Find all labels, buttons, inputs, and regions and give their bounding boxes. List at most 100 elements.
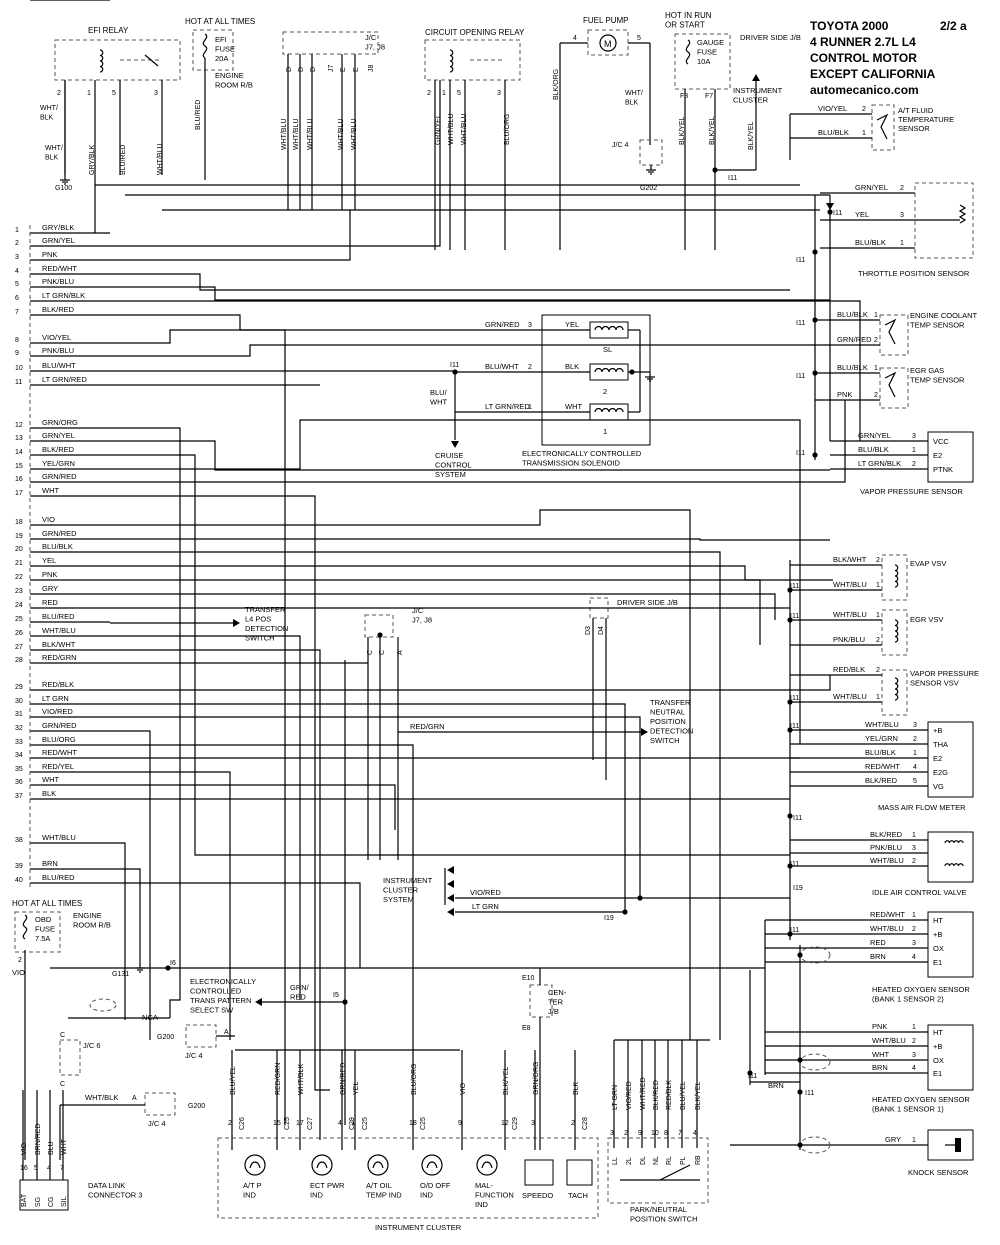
transfer-neutral-label: NEUTRAL: [650, 708, 685, 717]
connector-label: C29: [512, 1117, 519, 1130]
pin-wire-label: BLU/BLK: [42, 542, 73, 551]
pin-number: 3: [900, 212, 904, 219]
pin-wire-label: BLU/RED: [42, 612, 75, 621]
wire-label: BLK/RED: [870, 830, 903, 839]
wire-label: BLK/YEL: [503, 1066, 510, 1095]
pin-number: 2: [876, 667, 880, 674]
title-line4: EXCEPT CALIFORNIA: [810, 67, 936, 81]
lt-grn-label: LT GRN: [472, 902, 499, 911]
efi-relay-label: EFI RELAY: [88, 26, 129, 35]
i11-label: I11: [790, 613, 799, 620]
routing-wire: [110, 649, 321, 1140]
pin-letter: D3: [585, 626, 592, 635]
tps-box: [914, 182, 974, 259]
filament-icon: [426, 1161, 438, 1169]
indicator-label: FUNCTION: [475, 1191, 514, 1200]
pin-number: 2: [228, 1120, 232, 1127]
pin-number: 10: [651, 1130, 659, 1137]
pin-wire-label: PNK: [42, 570, 57, 579]
indicator-label: IND: [475, 1200, 489, 1209]
pin-number: 2: [913, 736, 917, 743]
title-line3: CONTROL MOTOR: [810, 51, 917, 65]
coil-icon: [894, 677, 899, 701]
indicator-label: TEMP IND: [366, 1191, 402, 1200]
pin-letter: D4: [598, 626, 605, 635]
title-line1: TOYOTA 2000: [810, 19, 889, 33]
pin-number: 13: [15, 435, 23, 442]
pin-wire-label: YEL: [42, 556, 56, 565]
pin-letter: F7: [705, 93, 713, 100]
routing-wire: [110, 579, 761, 645]
e10-label: E10: [522, 975, 535, 982]
pin-letter: C: [379, 650, 386, 655]
pin-letter: C: [60, 1032, 65, 1039]
fuse-icon: [202, 33, 208, 59]
pin-number: 1: [351, 1120, 355, 1127]
dlc-label: CONNECTOR 3: [88, 1191, 142, 1200]
pin-number: 24: [15, 602, 23, 609]
pin-number: 18: [409, 1120, 417, 1127]
ect-box: [879, 314, 909, 356]
vapor-sensor-label: VAPOR PRESSURE SENSOR: [860, 487, 963, 496]
wire-label: RED/WHT: [865, 762, 900, 771]
wire-label: RED/GRN: [275, 1063, 282, 1095]
wire-label: BLU/BLK: [865, 748, 896, 757]
routing-wire: [110, 427, 181, 1018]
wire-label: PNK/BLU: [833, 635, 865, 644]
e8-label: E8: [522, 1025, 531, 1032]
pin-wire-label: LT GRN/RED: [42, 375, 87, 384]
pin-wire-label: RED: [42, 598, 58, 607]
pin-number: 29: [15, 684, 23, 691]
solenoid-label: TRANSMISSION SOLENOID: [522, 459, 621, 468]
wire-label: GRN/ORG: [533, 1062, 540, 1095]
routing-wire: [110, 551, 721, 1040]
routing-wire: [110, 565, 833, 581]
pin-number: 40: [15, 877, 23, 884]
terminal-label: THA: [933, 740, 948, 749]
wire-label: WHT: [430, 398, 447, 407]
gauge-fuse-label: GAUGE: [697, 38, 724, 47]
thermistor-icon: [884, 318, 897, 345]
instrument-cluster-system-label: CLUSTER: [383, 886, 419, 895]
wire-label: WHT/BLU: [351, 119, 358, 151]
routing-wire: [110, 454, 790, 856]
wire-label: YEL/GRN: [865, 734, 898, 743]
efi-relay-box: [54, 39, 181, 81]
pin-number: 20: [15, 546, 23, 553]
gauge-fuse-label: 10A: [697, 57, 710, 66]
connector-label: C26: [239, 1117, 246, 1130]
g100-label: G100: [55, 185, 72, 192]
wire-label: WHT/BLU: [293, 119, 300, 151]
center-jb-box: [529, 984, 553, 1018]
i11-label: I11: [805, 1090, 814, 1097]
routing-wire: [110, 419, 801, 744]
pin-number: 2: [912, 926, 916, 933]
pin-number: 7: [60, 1165, 64, 1172]
pin-wire-label: BLK/RED: [42, 445, 75, 454]
terminal-label: E2: [933, 754, 942, 763]
wire-label: BLU/BLK: [858, 445, 889, 454]
wire-label: WHT/BLU: [338, 119, 345, 151]
jc-j7j8-mid-label: J/C: [412, 606, 424, 615]
wire-label: BLK/RED: [865, 776, 898, 785]
pin-number: 30: [15, 698, 23, 705]
pin-letter: J8: [368, 65, 375, 73]
pin-number: 5: [34, 1165, 38, 1172]
pin-wire-label: BLK: [42, 789, 56, 798]
wire-label: WHT/BLU: [448, 114, 455, 146]
i11-label: I11: [790, 695, 799, 702]
pin-number: 2: [427, 90, 431, 97]
hot-in-run-label: HOT IN RUN: [665, 11, 712, 20]
arrow-right-icon: [641, 728, 648, 736]
pin-wire-label: RED/WHT: [42, 264, 77, 273]
efi-fuse-label: FUSE: [215, 45, 235, 54]
pin-number: 2: [876, 637, 880, 644]
i19-label: I19: [604, 915, 614, 922]
wire-label: BLK/YEL: [709, 116, 716, 145]
jc-j7j8-label: J/C: [365, 33, 377, 42]
connector-label: C25: [284, 1117, 291, 1130]
pin-number: 19: [15, 533, 23, 540]
driver-side-jb-label: DRIVER SIDE J/B: [740, 33, 801, 42]
wire-label: BLU: [48, 1141, 55, 1155]
atf-sensor-box: [871, 104, 895, 151]
